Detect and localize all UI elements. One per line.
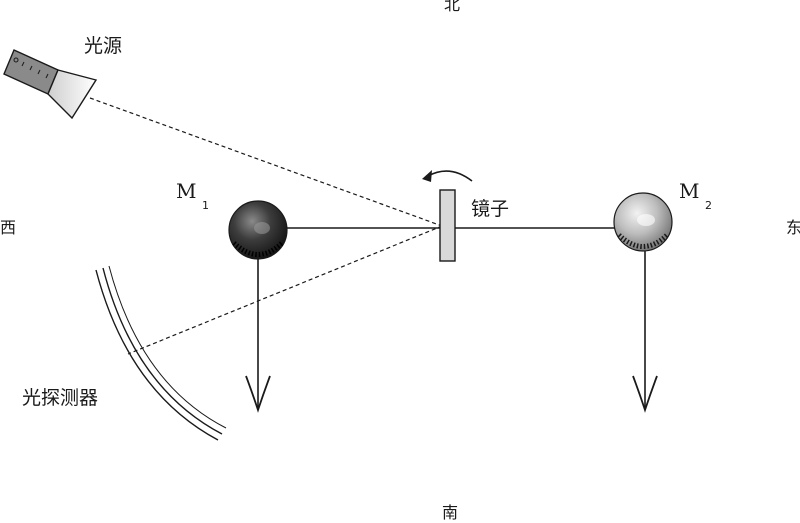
mirror-label: 镜子 (471, 198, 509, 220)
light-source-label: 光源 (84, 35, 122, 57)
force-arrow-m1 (245, 259, 271, 413)
light-source-icon (3, 49, 98, 120)
mirror (439, 189, 456, 262)
mass-m2 (613, 192, 673, 252)
direction-east-label: 东 (786, 218, 800, 237)
rotation-arrow-icon (422, 170, 473, 182)
direction-north-label: 北 (444, 0, 460, 14)
mass-m2-label: M (679, 179, 699, 203)
mass-m1 (228, 200, 288, 260)
direction-west-label: 西 (0, 218, 16, 237)
direction-south-label: 南 (442, 503, 458, 522)
detector-label: 光探测器 (22, 387, 98, 409)
mass-m1-label: M (176, 179, 196, 203)
mass-m2-subscript: 2 (705, 199, 712, 212)
light-detector (95, 265, 227, 441)
force-arrow-m2 (632, 251, 658, 413)
mass-m1-subscript: 1 (202, 199, 209, 212)
reflected-beam (127, 225, 443, 355)
